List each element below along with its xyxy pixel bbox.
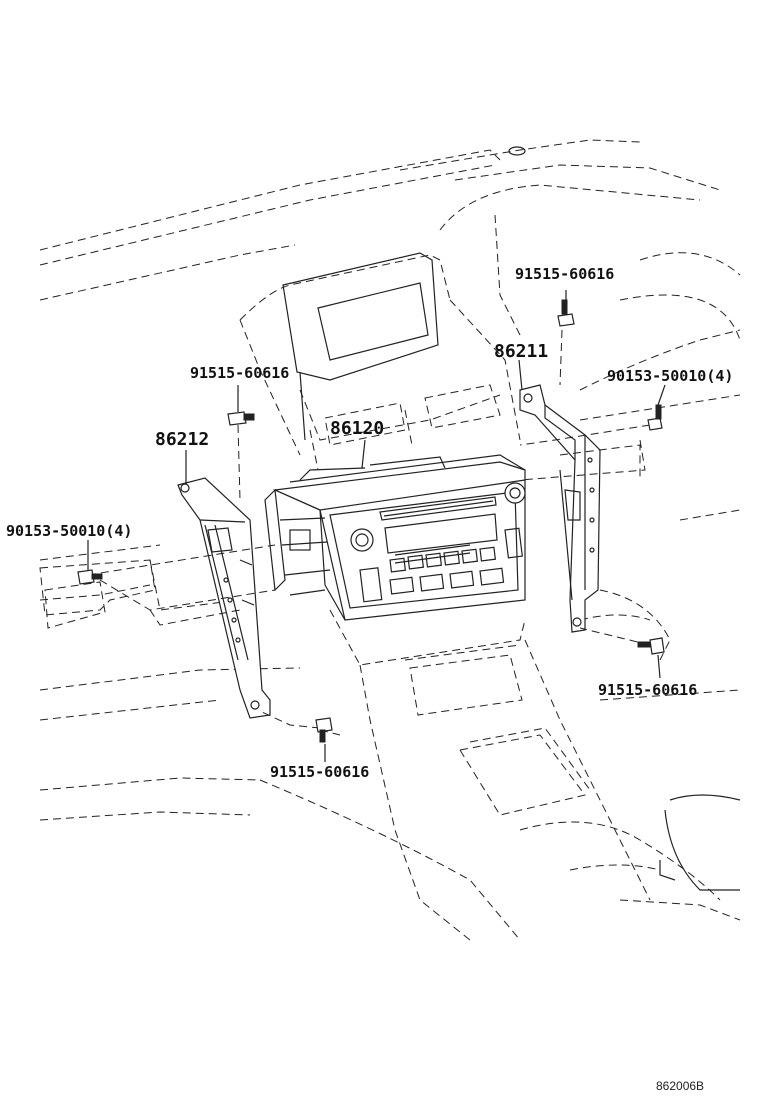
dashboard-outline [39, 139, 741, 941]
callout-bolt-upper-left: 91515-60616 [190, 364, 289, 382]
callout-radio-unit: 86120 [330, 418, 384, 439]
callout-bracket-right: 86211 [494, 341, 548, 362]
screw-right-icon [647, 404, 663, 431]
leader-lines [87, 290, 666, 762]
left-vent-pod [39, 559, 241, 629]
bolt-top-right-icon [557, 299, 575, 327]
screw-left-icon [77, 569, 103, 585]
bolt-bottom-icon [315, 717, 333, 743]
diagram-id: 862006B [656, 1079, 704, 1093]
bolt-upper-left-icon [227, 411, 255, 426]
callout-bracket-left: 86212 [155, 429, 209, 450]
center-console [239, 254, 741, 941]
callout-bolt-bottom: 91515-60616 [270, 763, 369, 781]
callout-screw-left: 90153-50010(4) [6, 522, 132, 540]
bolt-lower-right-icon [637, 637, 665, 655]
callout-bolt-top-right: 91515-60616 [515, 265, 614, 283]
bracket-right [519, 384, 601, 633]
callout-bolt-lower-right: 91515-60616 [598, 681, 697, 699]
callout-screw-right: 90153-50010(4) [607, 367, 733, 385]
display-screen [282, 252, 501, 471]
radio-unit [264, 454, 526, 621]
